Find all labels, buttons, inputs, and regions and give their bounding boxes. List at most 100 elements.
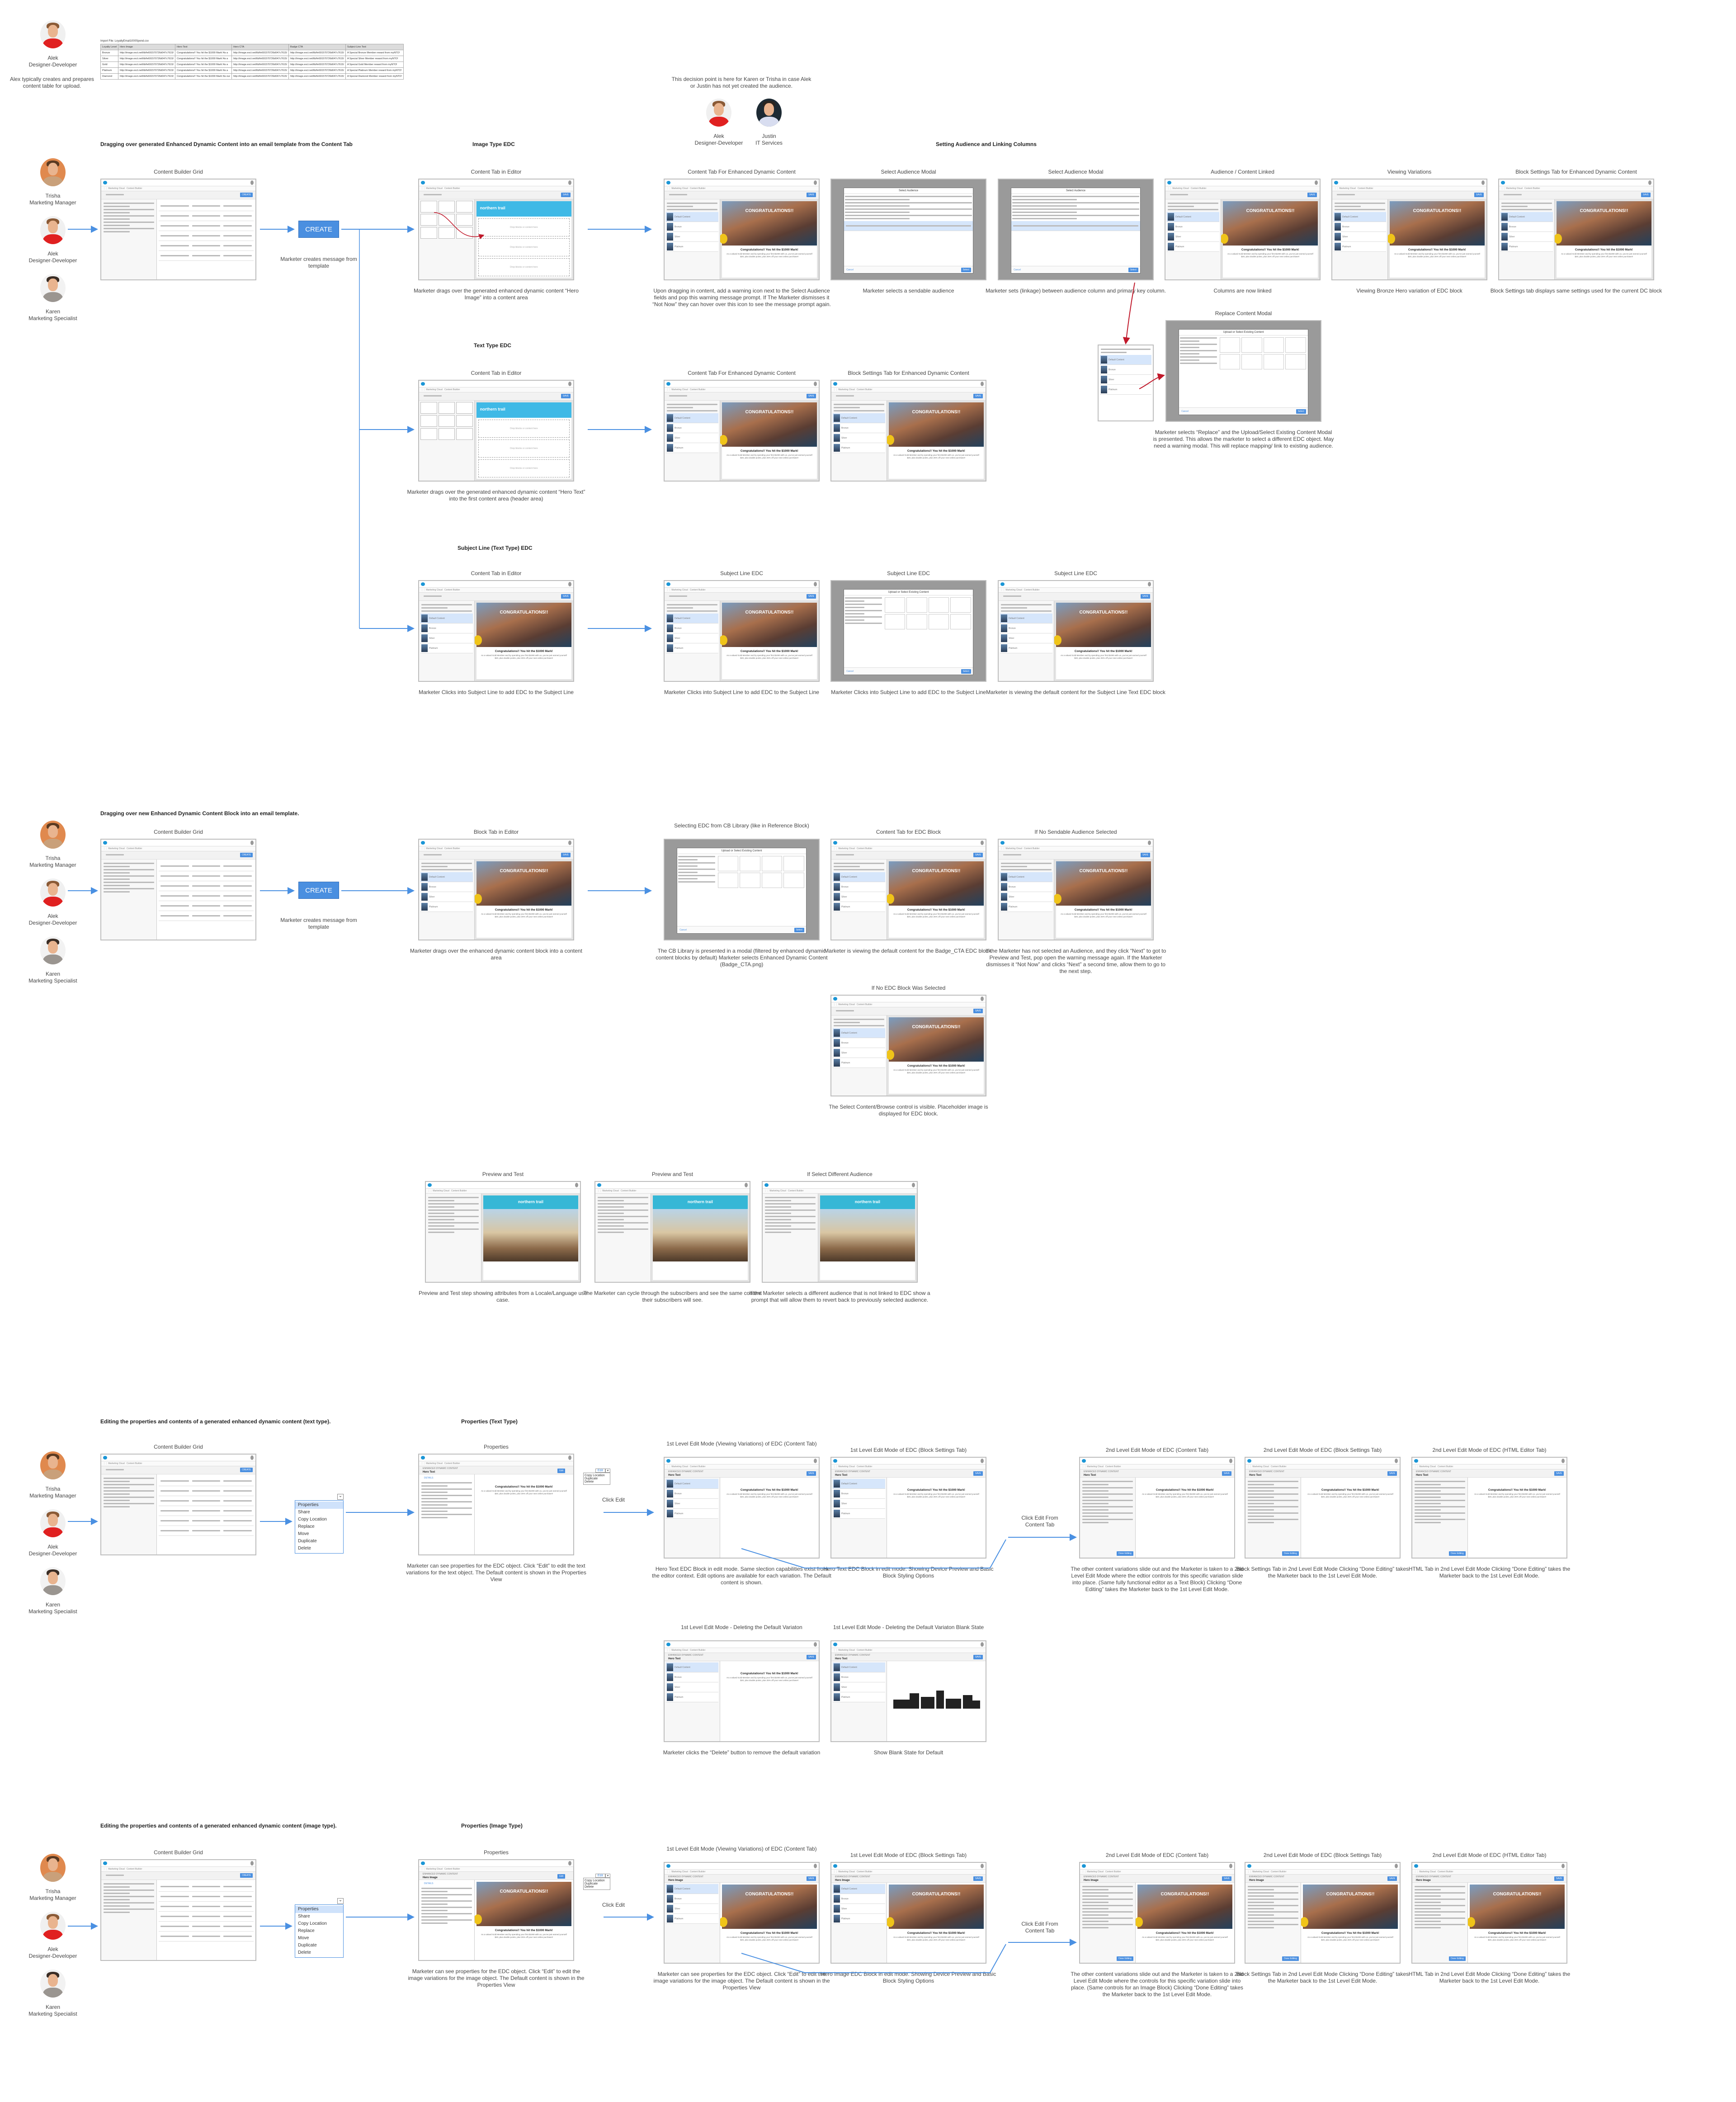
menu-item[interactable]: Duplicate	[298, 1539, 317, 1544]
user-avatar-icon[interactable]	[568, 1455, 571, 1460]
variation-bronze[interactable]: Bronze	[1100, 365, 1151, 375]
variation-default[interactable]: Default Content	[1334, 212, 1386, 222]
user-avatar-icon[interactable]	[1648, 180, 1651, 185]
variation-bronze[interactable]: Bronze	[666, 1672, 718, 1682]
save-button[interactable]: SAVE	[561, 594, 571, 599]
variation-silver[interactable]: Silver	[666, 1682, 718, 1692]
content-tile[interactable]	[456, 415, 473, 427]
variation-silver[interactable]: Silver	[1000, 892, 1052, 902]
content-card[interactable]	[1285, 354, 1306, 369]
variation-bronze[interactable]: Bronze	[666, 1489, 718, 1499]
done-editing-button[interactable]: Done Editing	[1117, 1551, 1133, 1556]
select-button[interactable]: Select	[1128, 267, 1138, 272]
user-avatar-icon[interactable]	[250, 1455, 254, 1460]
table-row[interactable]	[158, 911, 254, 921]
save-button[interactable]: SAVE	[1307, 193, 1317, 197]
variation-platinum[interactable]: Platinum	[833, 443, 885, 453]
user-avatar-icon[interactable]	[814, 382, 817, 386]
select-button[interactable]: Select	[1296, 409, 1306, 414]
create-dropdown-button[interactable]: CREATE	[240, 193, 253, 197]
menu-item[interactable]: Replace	[298, 1524, 315, 1529]
variation-silver[interactable]: Silver	[1167, 232, 1219, 242]
user-avatar-icon[interactable]	[814, 1459, 817, 1463]
table-row[interactable]	[158, 901, 254, 911]
content-card[interactable]	[1241, 337, 1262, 353]
save-button[interactable]: SAVE	[807, 594, 816, 599]
content-card[interactable]	[1263, 337, 1284, 353]
done-editing-button[interactable]: Done Editing	[1449, 1956, 1466, 1961]
select-button[interactable]: Select	[961, 267, 971, 272]
edit-menu-item[interactable]: Delete	[585, 1480, 594, 1483]
variation-platinum[interactable]: Platinum	[420, 902, 473, 912]
table-row[interactable]	[158, 1516, 254, 1526]
user-avatar-icon[interactable]	[981, 382, 984, 386]
variation-bronze[interactable]: Bronze	[666, 1894, 718, 1904]
create-dropdown-button[interactable]: CREATE	[240, 1468, 253, 1472]
content-tile[interactable]	[456, 428, 473, 440]
details-tab[interactable]: DETAILS	[424, 1882, 434, 1885]
user-avatar-icon[interactable]	[250, 180, 254, 185]
user-avatar-icon[interactable]	[568, 582, 571, 586]
menu-item[interactable]: Move	[298, 1531, 309, 1536]
variation-bronze[interactable]: Bronze	[833, 423, 885, 433]
save-button[interactable]: SAVE	[1554, 1876, 1564, 1881]
content-tile[interactable]	[420, 201, 437, 213]
variation-bronze[interactable]: Bronze	[420, 882, 473, 892]
user-avatar-icon[interactable]	[1395, 1864, 1398, 1868]
variation-bronze[interactable]: Bronze	[833, 1489, 885, 1499]
variation-default[interactable]: Default Content	[833, 413, 885, 423]
table-row[interactable]	[158, 241, 254, 251]
variation-default[interactable]: Default Content	[833, 1028, 885, 1038]
table-row[interactable]	[158, 1506, 254, 1516]
table-row[interactable]	[158, 201, 254, 211]
table-row[interactable]	[158, 1882, 254, 1892]
content-tile[interactable]	[420, 428, 437, 440]
table-row[interactable]	[158, 1496, 254, 1506]
variation-default[interactable]: Default Content	[1500, 212, 1553, 222]
content-tile[interactable]	[420, 415, 437, 427]
variation-platinum[interactable]: Platinum	[1167, 242, 1219, 252]
save-button[interactable]: SAVE	[807, 394, 816, 398]
drop-zone[interactable]: Drop blocks or content here	[478, 258, 570, 276]
variation-silver[interactable]: Silver	[833, 1499, 885, 1509]
audience-row-selected[interactable]	[844, 221, 973, 231]
save-button[interactable]: SAVE	[1387, 1471, 1397, 1476]
table-row[interactable]	[158, 1902, 254, 1912]
variation-default[interactable]: Default Content	[833, 872, 885, 882]
save-button[interactable]: SAVE	[807, 193, 816, 197]
save-button[interactable]: SAVE	[1554, 1471, 1564, 1476]
edit-menu-item[interactable]: Duplicate	[585, 1882, 598, 1885]
variation-silver[interactable]: Silver	[833, 1904, 885, 1914]
variation-silver[interactable]: Silver	[1000, 633, 1052, 643]
variation-platinum[interactable]: Platinum	[1000, 902, 1052, 912]
content-card[interactable]	[1219, 354, 1241, 369]
details-tab[interactable]: DETAILS	[424, 1477, 434, 1479]
user-avatar-icon[interactable]	[568, 1861, 571, 1866]
content-tile[interactable]	[438, 227, 455, 239]
save-button[interactable]: SAVE	[1474, 193, 1484, 197]
user-avatar-icon[interactable]	[981, 841, 984, 845]
variation-bronze[interactable]: Bronze	[833, 1038, 885, 1048]
content-tile[interactable]	[420, 402, 437, 414]
save-button[interactable]: SAVE	[973, 853, 983, 857]
save-button[interactable]: SAVE	[561, 394, 571, 398]
user-avatar-icon[interactable]	[568, 382, 571, 386]
variation-default[interactable]: Default Content	[420, 614, 473, 624]
content-card[interactable]	[761, 855, 783, 871]
edit-menu-item[interactable]: Copy Location	[585, 1879, 605, 1882]
drop-zone[interactable]: Drop blocks or content here	[478, 420, 570, 438]
menu-item[interactable]: Share	[298, 1914, 310, 1919]
save-button[interactable]: SAVE	[1222, 1876, 1231, 1881]
table-row[interactable]	[158, 1922, 254, 1932]
content-tile[interactable]	[456, 402, 473, 414]
user-avatar-icon[interactable]	[814, 582, 817, 586]
table-row[interactable]	[158, 871, 254, 881]
user-avatar-icon[interactable]	[814, 1864, 817, 1868]
table-row[interactable]	[158, 881, 254, 891]
variation-default[interactable]: Default Content	[666, 1479, 718, 1489]
variation-bronze[interactable]: Bronze	[666, 624, 718, 633]
save-button[interactable]: SAVE	[973, 1471, 983, 1476]
variation-silver[interactable]: Silver	[1100, 375, 1151, 385]
variation-default[interactable]: Default Content	[833, 1663, 885, 1672]
user-avatar-icon[interactable]	[568, 180, 571, 185]
